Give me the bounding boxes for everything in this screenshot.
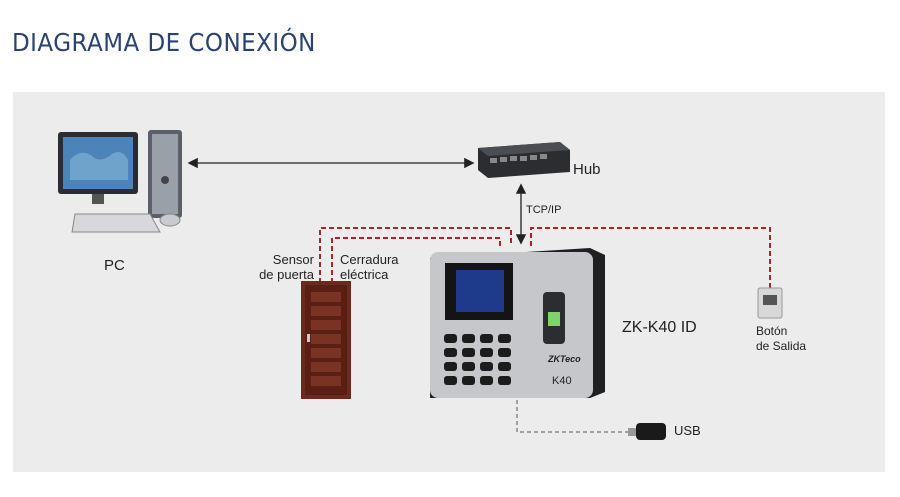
hub-icon [478,142,570,178]
electric-lock-label: Cerradura eléctrica [340,252,399,282]
device-label: ZK-K40 ID [622,319,697,336]
tcpip-label: TCP/IP [526,204,562,216]
usb-label: USB [674,423,701,438]
door-sensor-label: Sensor de puerta [259,252,314,282]
usb-stick-icon [628,423,666,440]
pc-label: PC [104,257,125,274]
usb-wire [516,400,632,433]
sensor-wire [319,227,512,283]
lock-wire [331,237,501,283]
device-k40-icon [430,248,605,398]
pc-icon [58,130,182,233]
device-model: K40 [552,375,572,387]
exit-button-wire [530,227,771,288]
door-icon [301,281,351,399]
exit-button-label: Botón de Salida [756,324,807,353]
device-brand: ZKTeco [548,354,581,364]
hub-label: Hub [573,161,601,178]
exit-button-icon [757,287,783,319]
page-title: DIAGRAMA DE CONEXIÓN [12,28,316,57]
